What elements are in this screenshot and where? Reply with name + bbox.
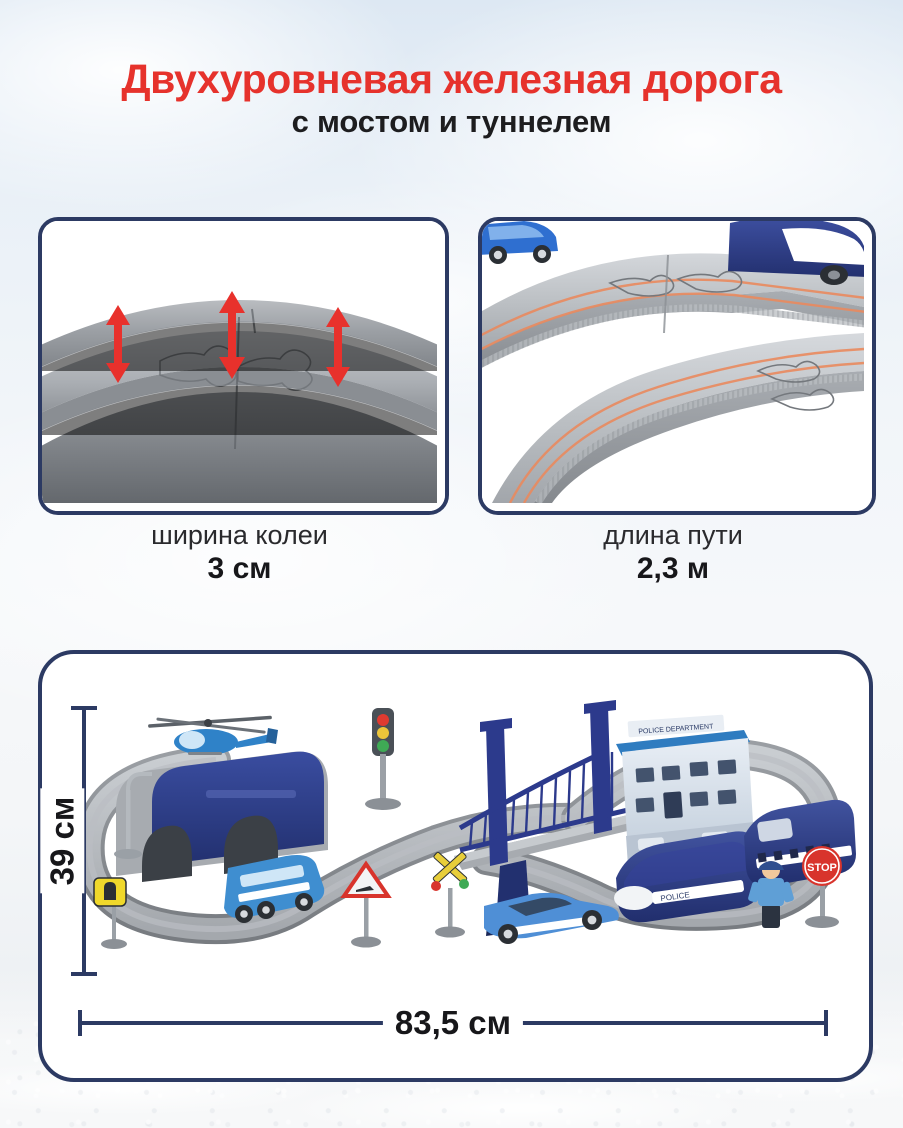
- page-title: Двухуровневая железная дорога: [121, 56, 782, 102]
- suspension-bridge-toy: [454, 700, 640, 936]
- dimension-width-label: 83,5 см: [382, 1004, 524, 1042]
- dimension-height-label: 39 см: [40, 788, 85, 894]
- gauge-illustration: [42, 221, 437, 503]
- stop-sign-toy: STOP: [802, 846, 842, 928]
- headline-block: Двухуровневая железная дорога с мостом и…: [0, 56, 903, 140]
- track-length-photo: [482, 221, 872, 511]
- product-illustration: POLICE DEPARTMENT: [74, 700, 856, 949]
- lower-track: [492, 333, 864, 503]
- railway-crossing-toy: [431, 851, 469, 938]
- police-car-toy: [484, 892, 619, 944]
- dimension-height: 39 см: [40, 706, 100, 976]
- street-lamp-toy: [114, 772, 152, 859]
- dimension-width-cap-right: [824, 1010, 828, 1036]
- tunnel-toy: [116, 751, 328, 882]
- stop-sign-label: STOP: [807, 862, 837, 874]
- policeman-figure-toy: [748, 861, 794, 928]
- caption-gauge: ширина колеи 3 см: [38, 520, 441, 586]
- train-label: POLICE: [660, 890, 690, 903]
- warning-sign-toy: [340, 860, 392, 948]
- product-photo: POLICE DEPARTMENT: [56, 690, 856, 990]
- police-bus-toy: [224, 855, 325, 923]
- caption-gauge-title: ширина колеи: [151, 520, 328, 550]
- gauge-photo: [42, 221, 445, 511]
- page-subtitle: с мостом и туннелем: [291, 104, 612, 140]
- dimension-height-cap-bottom: [71, 972, 97, 976]
- gauge-arrows: [106, 291, 350, 387]
- caption-length-title: длина пути: [603, 520, 743, 550]
- track-length-illustration: [482, 221, 864, 503]
- helicopter-toy: [148, 715, 278, 755]
- police-building-toy: POLICE DEPARTMENT: [616, 714, 756, 866]
- feature-panel-gauge: [38, 217, 449, 515]
- feature-panel-length: [478, 217, 876, 515]
- dimension-width: 83,5 см: [78, 1004, 828, 1042]
- train-toy: [728, 221, 864, 285]
- blue-car-toy: [482, 221, 558, 264]
- traffic-light-toy: [365, 708, 401, 810]
- tunnel-sign-toy: [93, 877, 127, 949]
- caption-length-value: 2,3 м: [636, 552, 710, 586]
- caption-gauge-value: 3 см: [207, 552, 272, 586]
- upper-track: [482, 249, 864, 368]
- caption-length: длина пути 2,3 м: [478, 520, 868, 586]
